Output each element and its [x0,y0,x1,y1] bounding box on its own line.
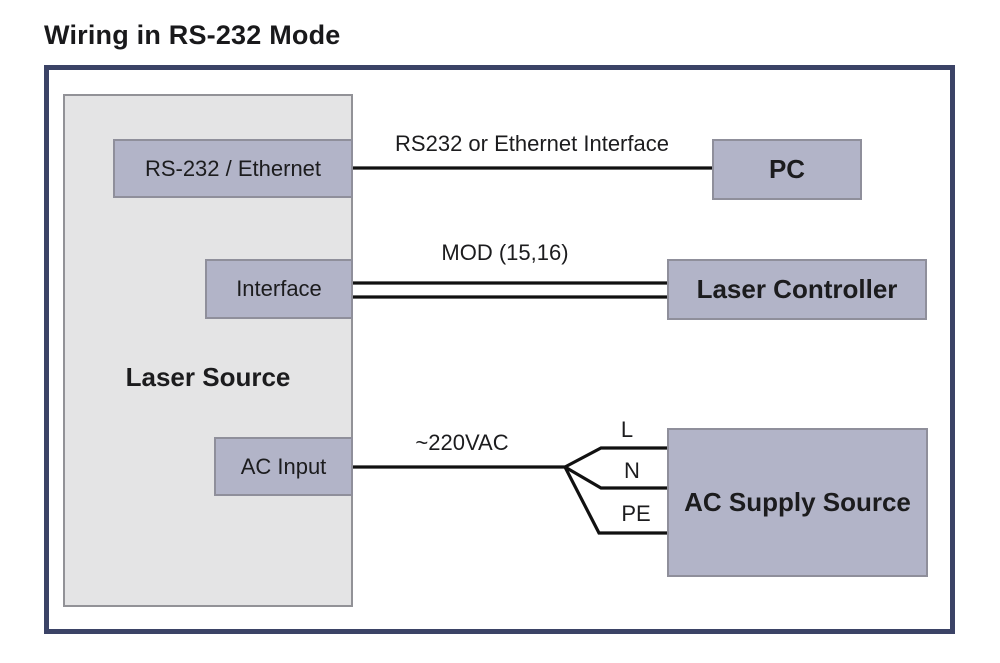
wire-label-mod: MOD (15,16) [441,240,569,265]
wire-label-line: L [620,417,634,442]
diagram-frame [44,65,955,634]
device-laser-controller: Laser Controller [667,259,927,320]
port-rs232-ethernet-label: RS-232 / Ethernet [144,155,322,181]
device-ac-supply-source: AC Supply Source [667,428,928,577]
port-rs232-ethernet: RS-232 / Ethernet [113,139,353,198]
wire-label-rs232-interface: RS232 or Ethernet Interface [395,131,669,156]
port-ac-input-label: AC Input [240,453,327,479]
port-ac-input: AC Input [214,437,353,496]
device-pc-label: PC [768,154,806,184]
laser-source-label: Laser Source [125,362,291,392]
device-laser-controller-label: Laser Controller [696,274,898,304]
diagram-title: Wiring in RS-232 Mode [44,20,341,50]
wire-label-pe: PE [621,501,651,526]
device-ac-supply-source-label: AC Supply Source [684,487,911,517]
wire-label-neutral: N [624,458,640,483]
port-interface: Interface [205,259,353,319]
wire-label-220vac: ~220VAC [415,430,509,455]
port-interface-label: Interface [236,276,322,301]
device-pc: PC [712,139,862,200]
